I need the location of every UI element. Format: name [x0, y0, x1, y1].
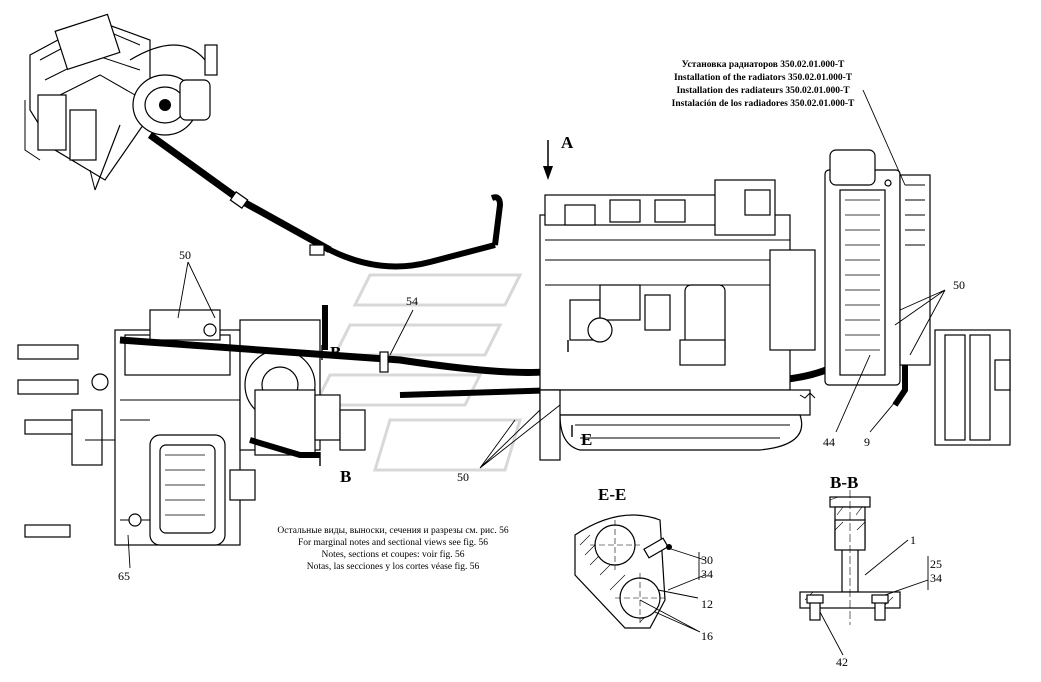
radiator-note-ru: Установка радиаторов 350.02.01.000-Т	[682, 60, 845, 70]
section-title-bb: B-B	[830, 473, 858, 492]
callout-1: 1	[910, 533, 916, 547]
transmission-unit-illustration	[24, 13, 218, 191]
view-label-b-bottom: B	[340, 467, 351, 486]
section-line-bb	[319, 345, 323, 466]
callout-numbers: 50 54 50 44 9 50 65 30 34 12 16 1 25 34 …	[118, 248, 965, 669]
view-label-a: A	[561, 133, 574, 152]
radiator-assembly	[824, 149, 1011, 446]
callout-34-bb: 34	[930, 571, 942, 585]
views-note-fr: Notes, sections et coupes: voir fig. 56	[321, 549, 464, 560]
callout-65: 65	[118, 569, 130, 583]
gearbox-assembly	[17, 309, 366, 546]
engine-assembly	[539, 179, 816, 461]
radiator-note-en: Installation of the radiators 350.02.01.…	[674, 73, 853, 83]
section-bb-detail	[799, 490, 901, 625]
views-note: Остальные виды, выноски, сечения и разре…	[277, 526, 508, 572]
callout-50-left: 50	[179, 248, 191, 262]
radiator-note-fr: Installation des radiateurs 350.02.01.00…	[676, 86, 850, 96]
view-label-e: E	[581, 430, 592, 449]
callout-30: 30	[701, 553, 713, 567]
callout-44: 44	[823, 435, 835, 449]
callout-50-right: 50	[953, 278, 965, 292]
callout-34-ee: 34	[701, 567, 713, 581]
section-title-ee: E-E	[598, 485, 626, 504]
callout-50-bottom: 50	[457, 470, 469, 484]
callout-25: 25	[930, 557, 942, 571]
views-note-en: For marginal notes and sectional views s…	[298, 537, 488, 548]
leader-lines	[127, 89, 946, 656]
callout-16: 16	[701, 629, 713, 643]
hose-upper	[147, 132, 504, 270]
views-note-ru: Остальные виды, выноски, сечения и разре…	[277, 526, 508, 536]
watermark	[312, 273, 523, 472]
callout-9: 9	[864, 435, 870, 449]
view-label-b-top: B	[330, 343, 341, 362]
view-labels: A B B E E-E B-B	[330, 133, 858, 504]
callout-brackets	[698, 552, 929, 590]
view-arrow-a	[543, 140, 553, 180]
section-ee-detail	[574, 514, 672, 629]
callout-12: 12	[701, 597, 713, 611]
views-note-es: Notas, las secciones y los cortes véase …	[307, 561, 480, 572]
section-line-ee	[567, 340, 573, 437]
callout-42: 42	[836, 655, 848, 669]
radiator-note-es: Instalación de los radiadores 350.02.01.…	[672, 99, 855, 109]
radiator-note: Установка радиаторов 350.02.01.000-Т Ins…	[672, 60, 855, 109]
callout-54: 54	[406, 294, 418, 308]
